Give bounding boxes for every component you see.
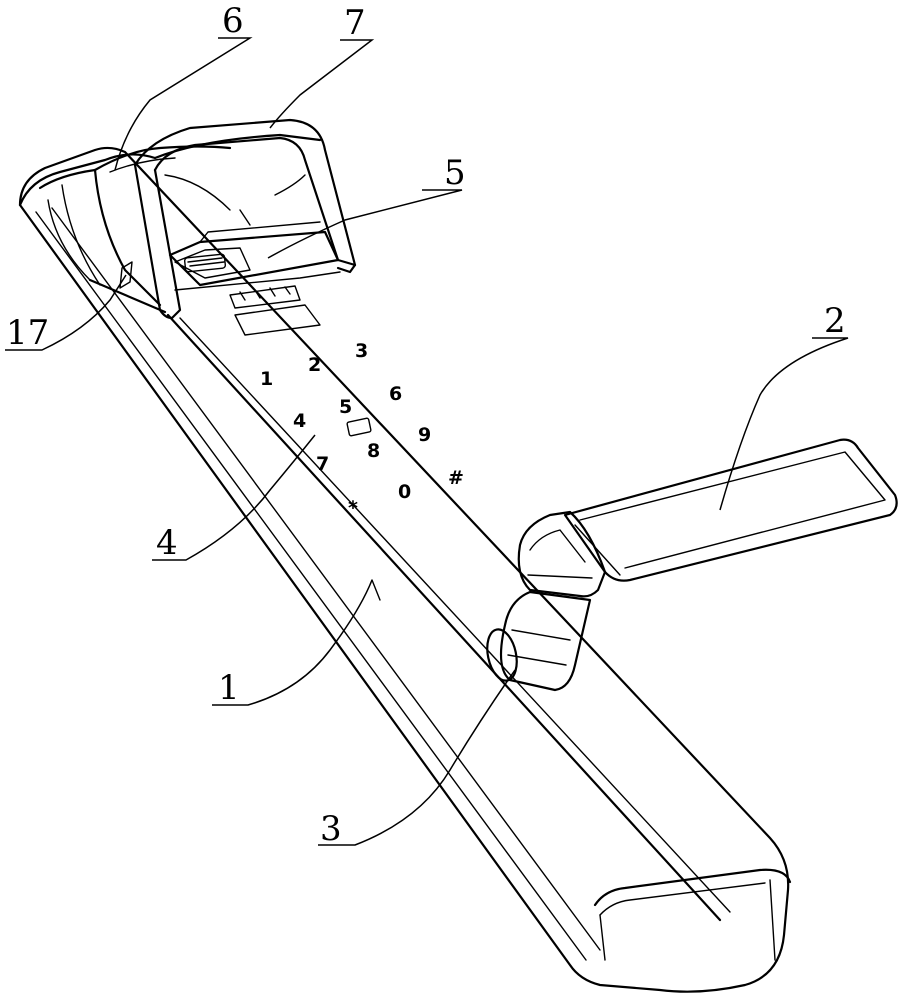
label-4: 4	[156, 523, 178, 563]
key-star: *	[348, 497, 358, 519]
label-7: 7	[344, 3, 366, 43]
key-hash: #	[448, 467, 464, 489]
key-1: 1	[260, 368, 273, 390]
label-17: 17	[6, 313, 49, 353]
card-reader-icon	[347, 418, 371, 436]
label-2: 2	[824, 301, 846, 341]
key-2: 2	[308, 354, 321, 376]
fingerprint-sensor	[170, 222, 340, 290]
key-5: 5	[339, 396, 352, 418]
key-9: 9	[418, 424, 431, 446]
handle-shaft	[483, 592, 590, 690]
key-8: 8	[367, 440, 380, 462]
key-3: 3	[355, 340, 368, 362]
key-4: 4	[293, 410, 306, 432]
label-5: 5	[444, 153, 466, 193]
label-6: 6	[222, 1, 244, 41]
key-7: 7	[316, 453, 329, 475]
keypad: 1 2 3 4 5 6 7 8 9 * 0 #	[260, 340, 464, 519]
lever-handle	[519, 440, 897, 597]
key-6: 6	[389, 383, 402, 405]
label-1: 1	[218, 668, 240, 708]
key-0: 0	[398, 481, 411, 503]
label-3: 3	[320, 809, 342, 849]
cover-arch	[135, 120, 355, 318]
cover-shell	[95, 147, 230, 306]
